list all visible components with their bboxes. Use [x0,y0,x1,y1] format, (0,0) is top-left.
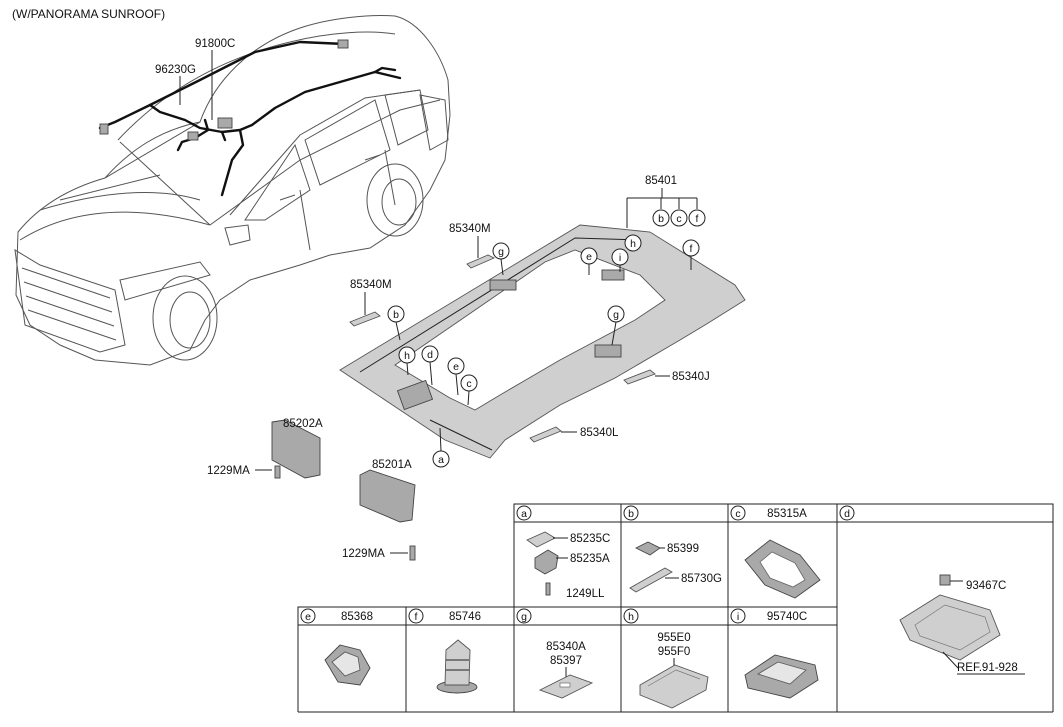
part-85399: 85399 [667,543,699,555]
headliner-callouts: 85401 [626,175,698,228]
marker-b-1: b [393,309,399,321]
part-955f0: 955F0 [658,646,691,658]
table-letter-g: g [521,611,527,623]
callout-96230g: 96230G [155,64,196,76]
table-title-f: 85746 [449,611,481,623]
headliner-85401 [339,224,746,459]
table-letter-c: c [735,508,740,520]
parts-table: a b c 85315A d e 85368 f 85746 g h i 957… [297,503,1054,713]
table-title-i: 95740C [767,611,807,623]
sun-visors: 85202A 1229MA 85201A 1229MA [207,418,416,561]
callout-85340m-b: 85340M [350,279,392,291]
table-letter-d: d [844,508,850,520]
callout-85202a: 85202A [283,418,323,430]
table-letter-a: a [521,508,527,520]
part-1249ll: 1249LL [566,588,605,600]
part-85235a: 85235A [570,553,610,565]
part-85235c: 85235C [570,533,610,545]
marker-f-1: f [690,243,693,255]
vehicle-illustration [14,15,451,366]
table-letter-e: e [305,611,311,623]
marker-b-top: b [658,213,664,225]
marker-f-top: f [696,213,699,225]
headliner-markers: b c f g e h i f g b h d e c [387,209,706,468]
table-letter-f: f [415,611,418,623]
marker-h-2: h [404,350,410,362]
marker-g-2: g [613,309,619,321]
callout-1229ma-a: 1229MA [207,465,250,477]
marker-h-1: h [630,238,636,250]
marker-e-2: e [453,361,459,373]
marker-c-top: c [676,213,681,225]
marker-i: i [619,252,621,264]
callout-85201a: 85201A [372,459,412,471]
marker-a: a [438,454,444,466]
table-letter-b: b [628,508,634,520]
part-ref-91-928: REF.91-928 [957,662,1018,674]
marker-c-1: c [466,378,471,390]
part-85397: 85397 [550,655,582,667]
part-955e0: 955E0 [657,632,690,644]
assist-grips: 85340M 85340M 85340J 85340L [349,223,710,443]
roof-wiring-harness [98,39,402,197]
callout-85340m-a: 85340M [449,223,491,235]
table-title-c: 85315A [767,508,807,520]
diagram-title: (W/PANORAMA SUNROOF) [12,7,165,21]
callout-85340j: 85340J [672,371,710,383]
vehicle-callouts: 91800C 96230G [155,38,235,120]
callout-85340l: 85340L [580,427,619,439]
callout-1229ma-b: 1229MA [342,548,385,560]
table-title-e: 85368 [341,611,373,623]
marker-e-1: e [586,251,592,263]
callout-91800c: 91800C [195,38,235,50]
marker-d: d [427,349,433,361]
part-85730g: 85730G [681,573,722,585]
table-letter-h: h [628,611,634,623]
marker-g-1: g [498,246,504,258]
table-letter-i: i [737,611,739,623]
part-93467c: 93467C [966,580,1006,592]
callout-85401: 85401 [645,175,677,187]
part-85340a: 85340A [546,641,586,653]
